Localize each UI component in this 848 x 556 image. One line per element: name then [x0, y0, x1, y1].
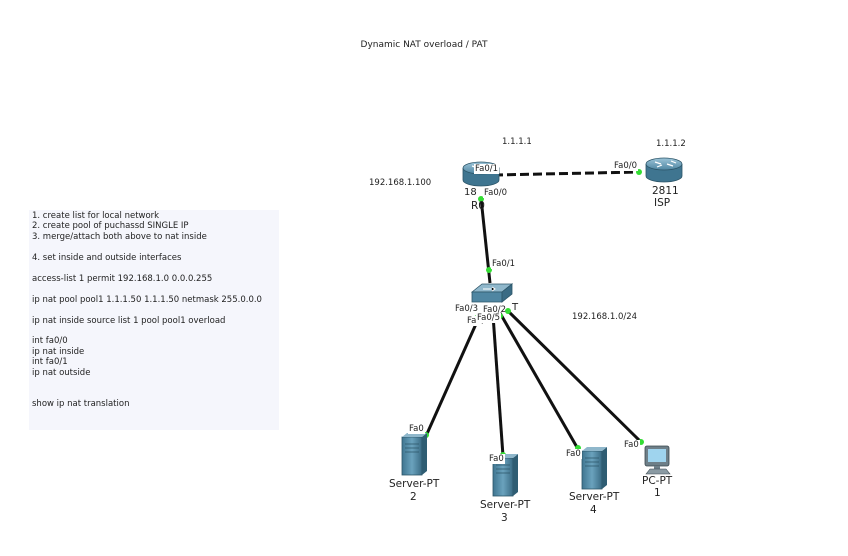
link-switch-server4[interactable]	[498, 312, 580, 450]
note-line: ip nat outside	[32, 368, 91, 378]
r0-port-fa0-1: Fa0/1	[474, 164, 499, 174]
r0-name-label: R0	[471, 200, 485, 212]
server-4-icon[interactable]	[581, 447, 607, 490]
ip-r0-outside: 1.1.1.1	[502, 137, 532, 147]
pc-1-model: PC-PT	[642, 475, 673, 487]
config-notes-panel: 1. create list for local network 2. crea…	[29, 210, 279, 430]
note-line: ip nat inside	[32, 347, 85, 357]
lan-subnet: 192.168.1.0/24	[572, 312, 638, 322]
switch-port-fa0-2: Fa0/2	[483, 305, 506, 315]
r0-port-fa0-0: Fa0/0	[483, 188, 508, 198]
switch-port-fa0-5: Fa0/5	[476, 313, 501, 323]
note-line: int fa0/0	[32, 336, 68, 346]
note-line: ip nat pool pool1 1.1.1.50 1.1.1.50 netm…	[32, 295, 262, 305]
link-switch-pc1[interactable]	[506, 309, 643, 444]
server-4-num: 4	[590, 504, 597, 516]
isp-name-label: ISP	[654, 197, 671, 209]
link-switch-server3[interactable]	[491, 314, 505, 457]
isp-port-fa0-0: Fa0/0	[613, 161, 638, 171]
server-2-port: Fa0	[408, 424, 425, 434]
server-3-num: 3	[501, 512, 508, 524]
router-isp-icon[interactable]	[645, 157, 683, 183]
note-line: 2. create pool of puchassd SINGLE IP	[32, 221, 189, 231]
pc-1-num: 1	[654, 487, 661, 499]
link-r0-isp[interactable]	[493, 170, 641, 177]
switch-port-fa0-3: Fa0/3	[454, 304, 479, 314]
link-switch-server2[interactable]	[424, 314, 482, 437]
diagram-title: Dynamic NAT overload / PAT	[360, 40, 488, 50]
switch-port-fa0-1: Fa0/1	[491, 259, 516, 269]
server-2-model: Server-PT	[389, 478, 440, 490]
server-3-port: Fa0	[488, 454, 505, 464]
note-line: 4. set inside and outside interfaces	[32, 253, 182, 263]
server-4-port: Fa0	[565, 449, 582, 459]
note-line: ip nat inside source list 1 pool pool1 o…	[32, 316, 226, 326]
ip-r0-inside: 192.168.1.100	[369, 178, 432, 188]
pc-1-icon[interactable]	[644, 445, 671, 475]
note-line: 3. merge/attach both above to nat inside	[32, 232, 207, 242]
note-line: show ip nat translation	[32, 399, 130, 409]
server-2-num: 2	[410, 491, 417, 503]
pc-1-port: Fa0	[623, 440, 640, 450]
switch-name-label: T	[512, 302, 519, 313]
server-3-model: Server-PT	[480, 499, 531, 511]
isp-model-label: 2811	[652, 185, 679, 197]
note-line: int fa0/1	[32, 357, 68, 367]
r0-model-label: 18	[464, 187, 477, 198]
server-4-model: Server-PT	[569, 491, 620, 503]
note-line: 1. create list for local network	[32, 211, 160, 221]
server-2-icon[interactable]	[401, 433, 427, 476]
note-line: access-list 1 permit 192.168.1.0 0.0.0.2…	[32, 274, 213, 284]
ip-isp: 1.1.1.2	[656, 139, 686, 149]
switch-icon[interactable]	[470, 283, 514, 303]
